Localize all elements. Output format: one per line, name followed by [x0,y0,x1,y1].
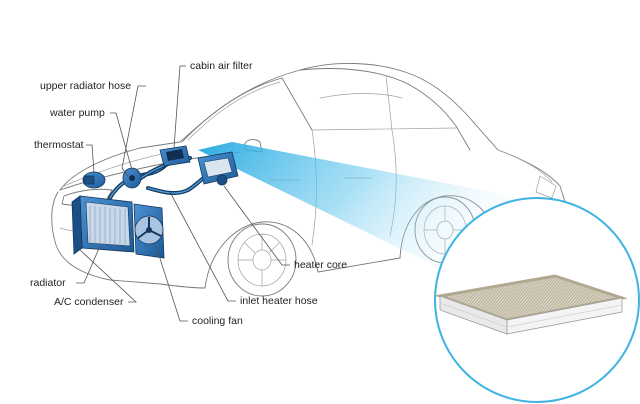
cabin-air-filter-housing [159,145,191,167]
label-thermostat: thermostat [34,139,84,151]
label-upper-radiator-hose: upper radiator hose [40,80,131,92]
label-cooling-fan: cooling fan [192,315,243,327]
water-pump [122,167,142,189]
label-heater-core: heater core [294,259,347,271]
heater-core [197,151,239,186]
radiator [79,195,135,253]
label-inlet-heater-hose: inlet heater hose [240,295,318,307]
cabin-filter-callout [434,197,640,403]
label-ac-condenser: A/C condenser [54,296,124,308]
ac-condenser [71,195,83,255]
label-cabin-air-filter: cabin air filter [190,60,253,72]
label-radiator: radiator [30,277,66,289]
thermostat [82,171,106,189]
leader-lines [76,65,290,322]
label-water-pump: water pump [49,107,105,119]
front-wheel [227,223,297,297]
cabin-filter-illustration [435,274,628,335]
callout-beam [198,142,512,268]
cooling-parts [71,145,239,259]
cooling-fan [133,203,165,259]
